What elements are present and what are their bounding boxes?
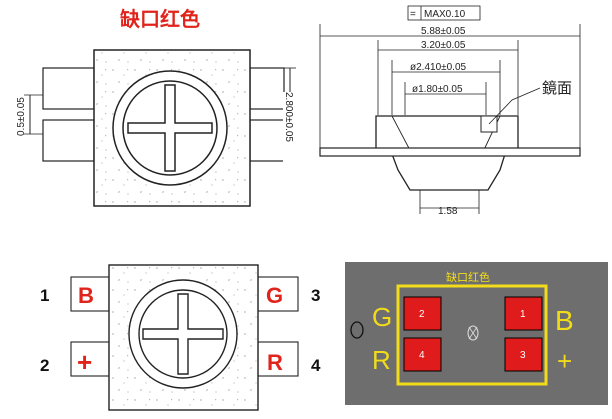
pin-number-2: 2 <box>40 356 49 375</box>
pcb-pad-3 <box>504 337 543 372</box>
lead-bottom-right <box>249 119 285 162</box>
top-view-package <box>42 49 285 207</box>
pin-pitch-label: 0.5±0.05 <box>16 97 27 136</box>
cross-die-pattern <box>127 84 213 172</box>
pin-pitch-dimension: 0.5±0.05 <box>16 94 43 136</box>
flatness-value: MAX0.10 <box>424 9 466 20</box>
base-width-label: 1.58 <box>438 206 458 217</box>
pcb-silkscreen-outline <box>396 284 548 386</box>
body-height-label: 2.800±0.05 <box>283 92 294 142</box>
lead-frame-side <box>319 147 581 157</box>
pinout-view: 1 B 2 + 3 G 4 R <box>40 264 321 411</box>
pin-label-r: R <box>267 350 283 375</box>
pcb-notch-label: 缺口红色 <box>446 270 490 284</box>
pin-number-3: 3 <box>311 286 320 305</box>
pin-pad-4 <box>257 341 299 377</box>
dia-inner-label: ø1.80±0.05 <box>412 84 463 95</box>
pcb-polarity-mark <box>350 321 364 339</box>
lead-top-right <box>249 67 285 110</box>
pcb-pad-2 <box>403 296 442 331</box>
pcb-label-plus: + <box>557 346 572 376</box>
pin-label-b: B <box>78 283 94 308</box>
width-outer-label: 5.88±0.05 <box>421 26 466 37</box>
width-inner-label: 3.20±0.05 <box>421 40 466 51</box>
pcb-pad-label-3: 3 <box>520 350 526 361</box>
lead-bottom-left <box>42 119 95 162</box>
notch-red-title: 缺口红色 <box>120 7 200 31</box>
pcb-pad-label-1: 1 <box>520 309 526 320</box>
pcb-pad-label-4: 4 <box>419 350 425 361</box>
pin-pad-2 <box>70 341 110 377</box>
pcb-pad-1 <box>504 296 543 331</box>
body-height-dimension: 2.800±0.05 <box>283 67 297 172</box>
pin-label-plus: + <box>77 347 92 377</box>
pin-pad-3 <box>257 276 299 312</box>
flatness-frame <box>407 5 481 21</box>
pcb-pad-label-2: 2 <box>419 309 425 320</box>
pin-number-4: 4 <box>311 356 321 375</box>
pcb-center-mark <box>467 325 479 341</box>
lead-top-left <box>42 67 95 110</box>
pcb-label-g: G <box>372 302 392 332</box>
dia-outer-label: ø2.410±0.05 <box>410 62 467 73</box>
pcb-footprint: 缺口红色 2 1 4 3 G R B + <box>345 262 608 405</box>
lens-surface-label: 鏡面 <box>542 79 572 97</box>
pcb-label-r: R <box>372 345 391 375</box>
pcb-label-b: B <box>555 305 574 336</box>
flatness-symbol: = <box>410 9 416 20</box>
pin-label-g: G <box>266 283 283 308</box>
pin-number-1: 1 <box>40 286 49 305</box>
side-view: = MAX0.10 5.88±0.05 3.20±0.05 ø2.410±0.0… <box>319 5 581 217</box>
pcb-pad-4 <box>403 337 442 372</box>
pinout-cross-die <box>142 293 224 375</box>
